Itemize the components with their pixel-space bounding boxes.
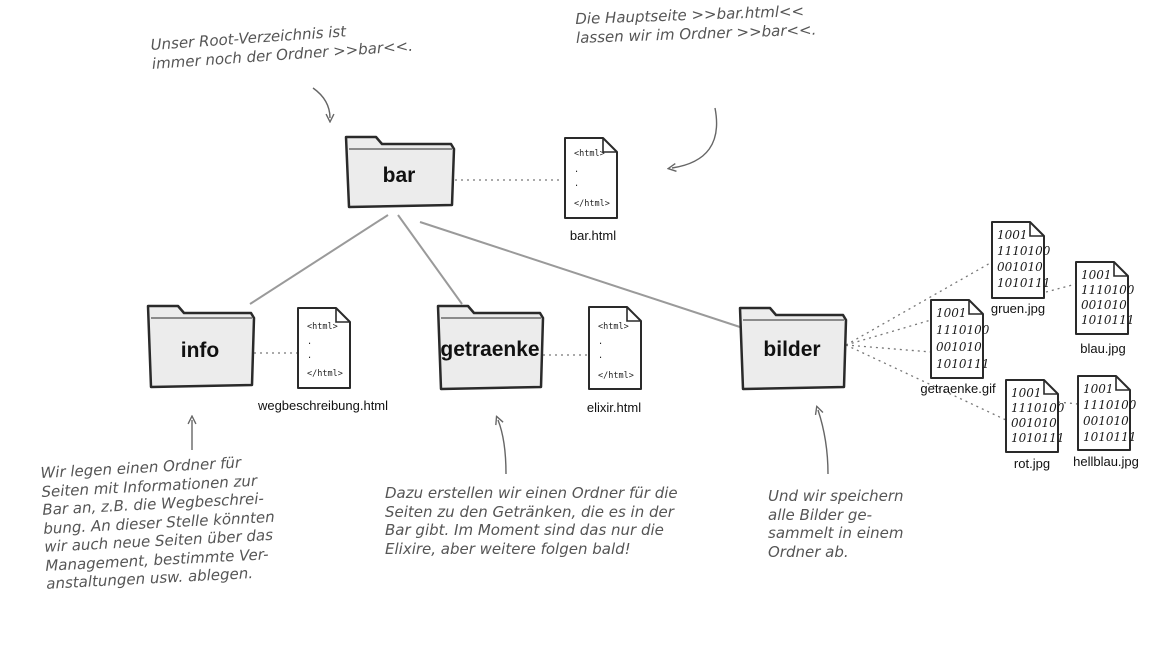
binary-line: 001010 xyxy=(936,340,982,354)
image-file-icon xyxy=(1075,261,1129,335)
annotation-bilder-folder: Und wir speichern alle Bilder ge- sammel… xyxy=(768,487,904,561)
binary-line: 001010 xyxy=(1081,298,1127,312)
file-blau-jpg[interactable]: 1001 1110100 001010 1010111 xyxy=(1075,261,1135,335)
image-file-icon xyxy=(991,221,1045,299)
file-gruen-jpg[interactable]: 1001 1110100 001010 1010111 xyxy=(991,221,1051,299)
image-file-icon xyxy=(1077,375,1131,451)
annotation-getraenke-folder: Dazu erstellen wir einen Ordner für die … xyxy=(385,484,678,558)
arrow-main-page-note xyxy=(672,107,718,168)
binary-line: 1010111 xyxy=(997,276,1050,290)
html-file-icon xyxy=(297,307,351,389)
svg-text:.: . xyxy=(307,351,312,361)
svg-text:.: . xyxy=(307,337,312,347)
file-rot-jpg[interactable]: 1001 1110100 001010 1010111 xyxy=(1005,379,1065,453)
folder-label-bilder: bilder xyxy=(763,338,820,361)
binary-line: 001010 xyxy=(997,260,1043,274)
dots-gruen-blau xyxy=(1045,283,1077,293)
annotation-line: Seiten zu den Getränken, die es in der xyxy=(385,502,674,521)
arrow-root-note xyxy=(312,87,330,118)
folder-icon xyxy=(436,304,545,391)
binary-line: 1010111 xyxy=(936,357,989,371)
svg-text:.: . xyxy=(598,337,603,347)
binary-line: 1001 xyxy=(1011,386,1042,400)
annotation-line: alle Bilder ge- xyxy=(768,505,872,524)
folder-icon xyxy=(344,135,456,209)
folder-label-bar: bar xyxy=(383,164,416,187)
html-file-icon xyxy=(588,306,642,390)
file-label-elixir: elixir.html xyxy=(587,400,641,415)
arrow-getraenke-note xyxy=(498,420,507,475)
file-label-wegbeschreibung: wegbeschreibung.html xyxy=(257,398,388,413)
file-label-bar-html: bar.html xyxy=(570,228,616,243)
connector-bar-getraenke xyxy=(397,214,463,305)
folder-info[interactable]: info xyxy=(146,304,256,389)
folder-icon xyxy=(738,306,848,391)
file-bar-html[interactable]: <html> . . </html> xyxy=(564,137,618,219)
file-connectors xyxy=(254,179,1079,421)
binary-line: 1001 xyxy=(936,306,967,320)
folder-icon xyxy=(146,304,256,389)
html-file-icon xyxy=(564,137,618,219)
annotation-line: Dazu erstellen wir einen Ordner für die xyxy=(385,484,678,502)
code-close: </html> xyxy=(598,371,634,381)
binary-line: 001010 xyxy=(1083,414,1129,428)
annotation-line: Und wir speichern xyxy=(768,487,904,505)
dots-bilder-gruen xyxy=(845,261,993,346)
svg-text:.: . xyxy=(598,351,603,361)
code-open: <html> xyxy=(574,149,605,159)
annotation-line: Ordner ab. xyxy=(768,542,849,561)
file-label-getraenke-gif: getraenke.gif xyxy=(920,381,996,396)
connector-bar-bilder xyxy=(419,221,744,329)
folder-getraenke[interactable]: getraenke xyxy=(436,304,545,391)
folder-bilder[interactable]: bilder xyxy=(738,306,848,391)
binary-line: 1110100 xyxy=(1083,398,1137,412)
binary-line: 1010111 xyxy=(1083,430,1136,444)
binary-line: 1001 xyxy=(1081,268,1112,282)
binary-line: 1110100 xyxy=(1081,283,1135,297)
binary-line: 1110100 xyxy=(936,323,990,337)
annotation-line: Elixire, aber weitere folgen bald! xyxy=(385,539,631,558)
code-close: </html> xyxy=(307,369,343,379)
file-hellblau-jpg[interactable]: 1001 1110100 001010 1010111 xyxy=(1077,375,1137,451)
binary-line: 1110100 xyxy=(1011,401,1065,415)
file-getraenke-gif[interactable]: 1001 1110100 001010 1010111 xyxy=(930,299,990,379)
file-label-gruen: gruen.jpg xyxy=(991,301,1045,316)
arrow-bilder-note xyxy=(818,410,829,475)
binary-line: 1001 xyxy=(1083,382,1114,396)
svg-text:.: . xyxy=(574,179,579,189)
file-label-rot: rot.jpg xyxy=(1014,456,1050,471)
annotation-line: Bar gibt. Im Moment sind das nur die xyxy=(385,521,664,539)
folder-label-info: info xyxy=(181,339,219,362)
folder-bar[interactable]: bar xyxy=(344,135,456,209)
file-label-blau: blau.jpg xyxy=(1080,341,1126,356)
dots-bilder-gif2 xyxy=(845,344,932,353)
image-file-icon xyxy=(930,299,984,379)
annotation-arrows xyxy=(192,87,829,475)
code-open: <html> xyxy=(307,322,338,332)
code-open: <html> xyxy=(598,322,629,332)
annotation-line: sammelt in einem xyxy=(768,524,904,542)
annotation-info-folder: Wir legen einen Ordner für Seiten mit In… xyxy=(40,452,278,593)
connector-bar-info xyxy=(249,214,389,305)
binary-line: 1001 xyxy=(997,228,1028,242)
folder-label-getraenke: getraenke xyxy=(440,338,539,361)
file-label-hellblau: hellblau.jpg xyxy=(1073,454,1139,469)
file-wegbeschreibung-html[interactable]: <html> . . </html> xyxy=(297,307,351,389)
binary-line: 1110100 xyxy=(997,244,1051,258)
binary-line: 1010111 xyxy=(1081,313,1134,327)
code-close: </html> xyxy=(574,199,610,209)
svg-text:.: . xyxy=(574,165,579,175)
binary-line: 001010 xyxy=(1011,416,1057,430)
tree-connectors xyxy=(249,214,744,329)
dots-bilder-gif xyxy=(845,319,932,346)
image-file-icon xyxy=(1005,379,1059,453)
file-elixir-html[interactable]: <html> . . </html> xyxy=(588,306,642,390)
binary-line: 1010111 xyxy=(1011,431,1064,445)
